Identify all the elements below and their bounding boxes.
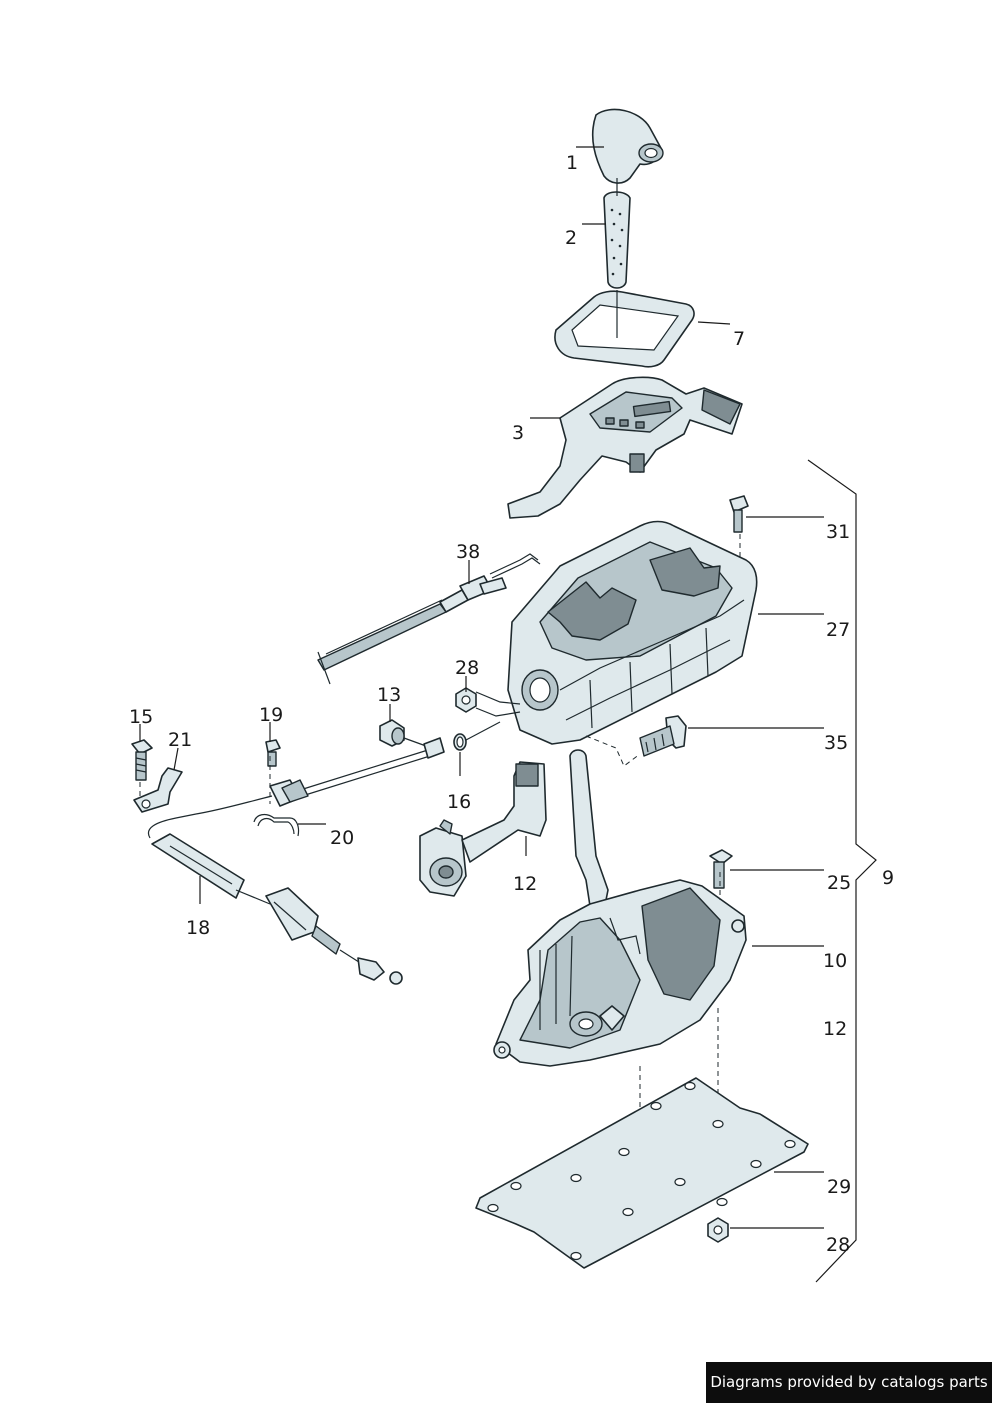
callout-13: 13 (377, 684, 401, 706)
cable-38[interactable] (317, 553, 541, 685)
clip-20[interactable] (253, 813, 300, 837)
selector-cover[interactable] (507, 376, 743, 519)
screw-19[interactable] (265, 739, 281, 767)
callout-31: 31 (826, 521, 850, 543)
o-ring-16[interactable] (453, 733, 467, 751)
callout-28-lower: 28 (826, 1234, 850, 1256)
callout-35: 35 (824, 732, 848, 754)
callout-28-upper: 28 (455, 657, 479, 679)
trim-frame[interactable] (554, 290, 695, 368)
callout-labels: 1 2 7 3 31 27 38 28 13 15 19 21 35 16 20… (129, 152, 894, 1256)
callout-16: 16 (447, 791, 471, 813)
cable-18[interactable] (151, 833, 403, 985)
callout-2: 2 (565, 227, 577, 249)
callout-10: 10 (823, 950, 847, 972)
credit-banner: Diagrams provided by catalogs parts (706, 1362, 992, 1403)
shift-lever[interactable] (569, 749, 609, 911)
callout-19: 19 (259, 704, 283, 726)
knob-sleeve[interactable] (603, 191, 631, 289)
callout-7: 7 (733, 328, 745, 350)
callout-20: 20 (330, 827, 354, 849)
base-plate[interactable] (475, 1077, 809, 1269)
callout-38: 38 (456, 541, 480, 563)
callout-27: 27 (826, 619, 850, 641)
callout-12-upper: 12 (513, 873, 537, 895)
selector-housing[interactable] (507, 520, 758, 745)
callout-21: 21 (168, 729, 192, 751)
selector-base[interactable] (493, 879, 747, 1067)
callout-18: 18 (186, 917, 210, 939)
gear-knob[interactable] (591, 108, 664, 184)
bolt-15[interactable] (131, 739, 153, 781)
pin-35[interactable] (639, 715, 687, 757)
solenoid-12[interactable] (419, 761, 547, 897)
callout-9: 9 (882, 867, 894, 889)
pin-25[interactable] (709, 849, 733, 889)
bolt-31[interactable] (729, 495, 749, 533)
callout-15: 15 (129, 706, 153, 728)
bracket-21[interactable] (133, 767, 183, 813)
callout-29: 29 (827, 1176, 851, 1198)
leader-lines (139, 146, 824, 1229)
group-brace-9 (807, 459, 877, 1283)
bushing-13[interactable] (379, 719, 405, 747)
callout-3: 3 (512, 422, 524, 444)
callout-12-lower: 12 (823, 1018, 847, 1040)
nut-28-lower[interactable] (707, 1217, 729, 1243)
callout-25: 25 (827, 872, 851, 894)
callout-1: 1 (566, 152, 578, 174)
shift-cable[interactable] (147, 737, 445, 839)
